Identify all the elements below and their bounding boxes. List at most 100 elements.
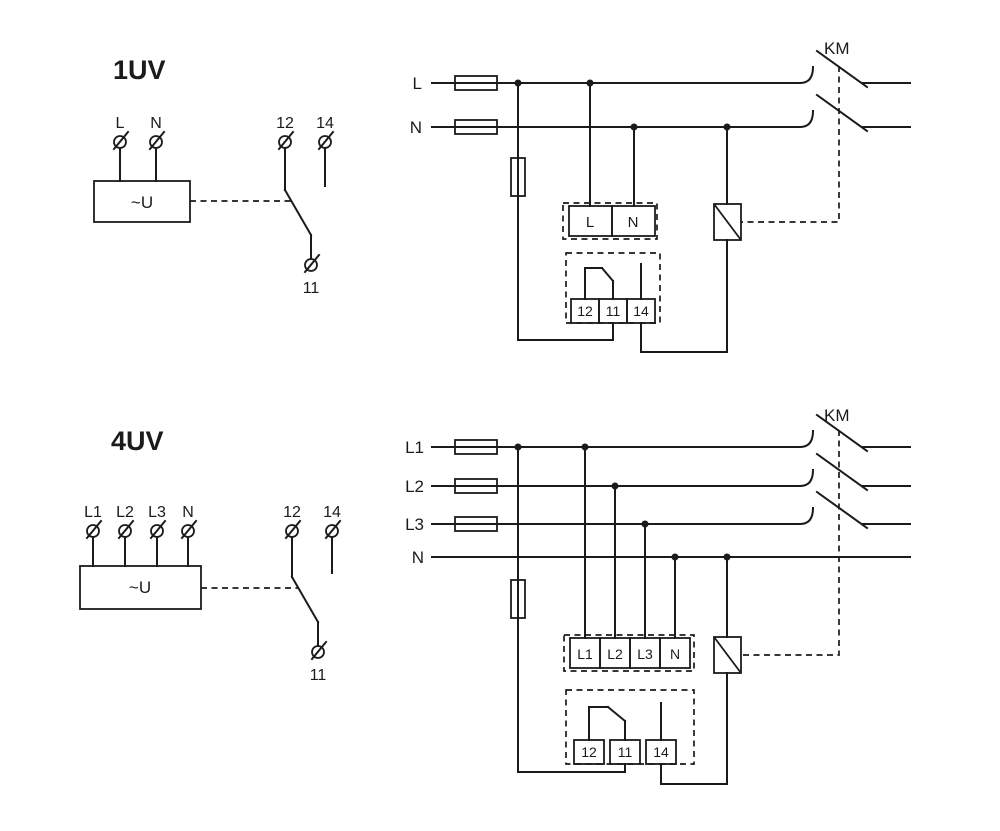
relay-unit: L1 L2 L3 N ~U [79, 504, 299, 610]
terminal-cell [659, 637, 691, 669]
diagram-title-1uv: 1UV [113, 55, 166, 85]
changeover-contact: 12 14 11 [283, 504, 342, 684]
output-terminal-12: 12 [581, 744, 597, 760]
contact-blade [283, 188, 313, 237]
screw-terminal-icon [310, 640, 328, 661]
fuse [454, 119, 498, 135]
device-terminal-box: L1 L2 L3 N [563, 634, 695, 672]
box-terminal-l3: L3 [637, 646, 653, 662]
box-terminal-n: N [670, 646, 680, 662]
device-label: ~U [129, 578, 151, 597]
contactor-label: KM [824, 406, 850, 425]
coil-diagonal [713, 636, 742, 674]
fuse [454, 75, 498, 91]
terminal-label-l: L [116, 115, 125, 132]
coil-loop-wire [640, 239, 728, 353]
line-label-l1: L1 [405, 438, 424, 457]
relay-output-box: 12 11 14 [565, 689, 695, 765]
contact-blade [815, 49, 869, 89]
terminal-slash [303, 253, 321, 274]
contact-blade [815, 490, 869, 530]
fuse [510, 157, 526, 197]
contact-fixed-arc [798, 429, 815, 449]
output-terminal-14: 14 [633, 303, 649, 319]
terminal-slash [117, 519, 135, 540]
mechanical-link-dashed [741, 66, 840, 223]
contact-blade [600, 266, 615, 283]
contact-seat [588, 706, 609, 741]
terminal-slash [85, 519, 103, 540]
coil-loop-wire [660, 672, 728, 785]
screw-terminal-icon [277, 130, 295, 151]
contact-blade [815, 93, 869, 133]
box-terminal-n: N [628, 214, 639, 231]
screw-terminal-icon [324, 519, 342, 540]
box-terminal-l1: L1 [577, 646, 593, 662]
output-terminal-14: 14 [653, 744, 669, 760]
screw-terminal-icon [85, 519, 103, 540]
screw-terminal-icon [303, 253, 321, 274]
relay-unit: L N ~U [93, 115, 292, 223]
terminal-label-l3: L3 [148, 504, 166, 521]
power-circuit: L1 L2 L3 N KM [405, 406, 911, 785]
contact-seat [584, 267, 603, 300]
terminal-label-n: N [150, 115, 162, 132]
terminal-slash [317, 130, 335, 151]
contact-blade [290, 575, 320, 624]
contact-fixed-arc [798, 65, 815, 85]
screw-terminal-icon [317, 130, 335, 151]
device-outline-dashed [562, 202, 658, 240]
terminal-label-l1: L1 [84, 504, 102, 521]
screw-terminal-icon [149, 519, 167, 540]
diagram-title-4uv: 4UV [111, 426, 164, 456]
supply-loop-wire [517, 82, 614, 341]
fuse [454, 478, 498, 494]
screw-terminal-icon [284, 519, 302, 540]
terminal-slash [180, 519, 198, 540]
contactor-km: KM [741, 39, 869, 223]
terminal-slash [310, 640, 328, 661]
line-label-l: L [413, 74, 422, 93]
power-circuit: L N KM [410, 39, 911, 353]
terminal-label-14: 14 [323, 504, 341, 521]
line-label-l2: L2 [405, 477, 424, 496]
terminal-label-n: N [182, 504, 194, 521]
screw-terminal-icon [112, 130, 130, 151]
mechanical-link-dashed [741, 430, 840, 656]
contactor-km: KM [741, 406, 869, 656]
terminal-slash [324, 519, 342, 540]
terminal-label-l2: L2 [116, 504, 134, 521]
terminal-slash [277, 130, 295, 151]
diagram-4uv: 4UV L1 L2 L3 N [79, 406, 911, 785]
fuse [454, 439, 498, 455]
contactor-label: KM [824, 39, 850, 58]
output-terminal-12: 12 [577, 303, 593, 319]
terminal-label-12: 12 [276, 115, 294, 132]
terminal-circle [311, 645, 325, 659]
screw-terminal-icon [148, 130, 166, 151]
line-label-l3: L3 [405, 515, 424, 534]
terminal-label-12: 12 [283, 504, 301, 521]
fuse [454, 516, 498, 532]
terminal-slash [149, 519, 167, 540]
contact-blade [815, 413, 869, 453]
box-terminal-l: L [586, 214, 594, 231]
terminal-cell [573, 739, 605, 765]
terminal-cell [609, 739, 641, 765]
screw-terminal-icon [180, 519, 198, 540]
device-label: ~U [131, 193, 153, 212]
terminal-cell [611, 205, 656, 237]
terminal-label-14: 14 [316, 115, 334, 132]
terminal-label-11: 11 [303, 280, 320, 297]
contact-fixed-arc [798, 506, 815, 526]
changeover-contact: 12 14 11 [276, 115, 335, 297]
fuse [510, 579, 526, 619]
contact-blade [606, 705, 627, 723]
terminal-slash [148, 130, 166, 151]
output-terminal-11: 11 [618, 744, 633, 760]
line-label-n: N [412, 548, 424, 567]
contact-blade [815, 452, 869, 492]
contact-fixed-arc [798, 109, 815, 129]
contact-fixed-arc [798, 468, 815, 488]
